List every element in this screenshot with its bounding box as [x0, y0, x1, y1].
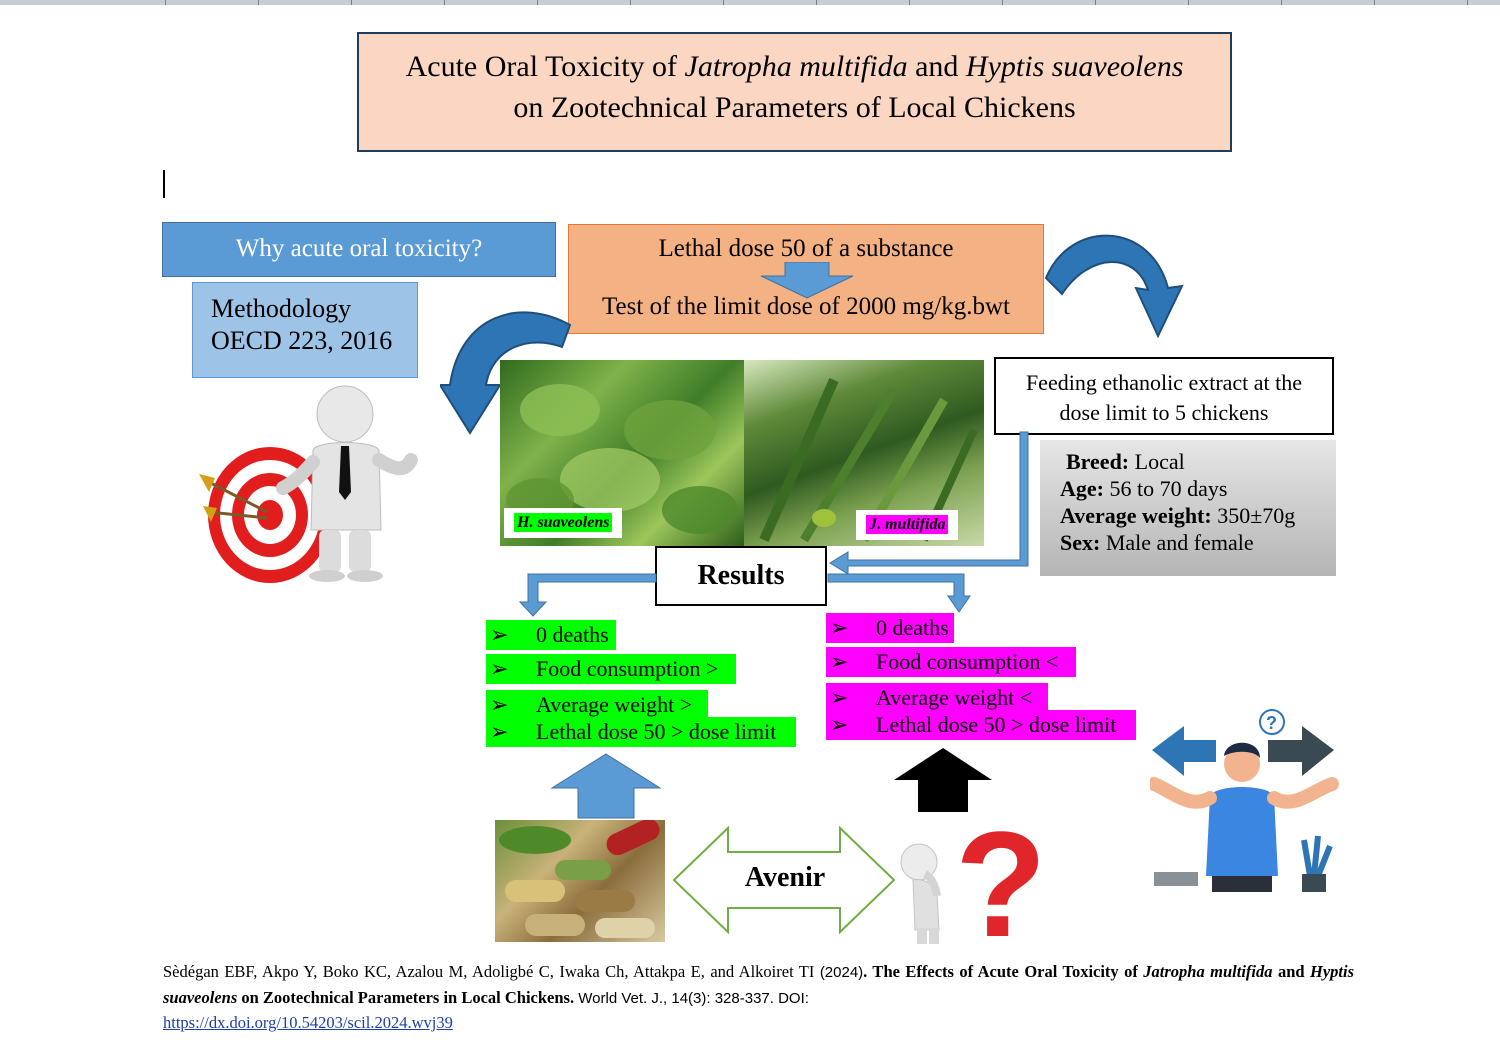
- herbal-capsules-icon: [499, 820, 660, 938]
- methodology-box: Methodology OECD 223, 2016: [192, 282, 418, 378]
- ruler-tick: [444, 0, 445, 5]
- ruler-tick: [1281, 0, 1282, 5]
- title-line2: on Zootechnical Parameters of Local Chic…: [513, 91, 1076, 124]
- thinker-question-illustration: ?: [900, 812, 1047, 947]
- reference-citation: Sèdégan EBF, Akpo Y, Boko KC, Azalou M, …: [163, 960, 1354, 1036]
- curved-arrow-right-icon: [1044, 234, 1184, 339]
- ref-doi-link[interactable]: https://dx.doi.org/10.54203/scil.2024.wv…: [163, 1013, 453, 1032]
- ref-title-end: on Zootechnical Parameters in Local Chic…: [237, 987, 575, 1007]
- results-label: Results: [697, 560, 785, 591]
- title-species2: Hyptis suaveolens: [965, 50, 1184, 83]
- weight-row: Average weight: 350±70g: [1060, 503, 1296, 528]
- hyptis-result-item: ➢Food consumption >: [486, 654, 736, 684]
- businessman-3d-icon: [276, 385, 418, 582]
- lethal-dose-line1: Lethal dose 50 of a substance: [658, 235, 954, 262]
- ruler-tick: [537, 0, 538, 5]
- confused-person-illustration: ?: [1150, 709, 1339, 892]
- feeding-line2: dose limit to 5 chickens: [1059, 400, 1269, 425]
- herbal-medicine-photo: [495, 820, 665, 942]
- ruler-tick: [630, 0, 631, 5]
- ref-year: (2024): [819, 964, 864, 981]
- breed-info-box: Breed: Local Age: 56 to 70 days Average …: [1040, 440, 1336, 576]
- feeding-box: Feeding ethanolic extract at the dose li…: [994, 357, 1334, 435]
- hyptis-result-item: ➢0 deaths: [486, 620, 616, 650]
- age-row: Age: 56 to 70 days: [1060, 476, 1228, 501]
- why-acute-oral-toxicity-box: Why acute oral toxicity?: [162, 222, 556, 277]
- ref-journal: World Vet. J., 14(3): 328-337. DOI:: [574, 989, 809, 1007]
- ruler-tick: [723, 0, 724, 5]
- title-part1: Acute Oral Toxicity of: [405, 50, 685, 83]
- jatropha-result-item: ➢Food consumption <: [826, 647, 1076, 677]
- ref-title-species1: Jatropha multifida: [1143, 962, 1273, 981]
- confused-person-icon: ?: [1150, 709, 1339, 892]
- jatropha-result-item: ➢0 deaths: [826, 613, 954, 643]
- ruler-tick: [1374, 0, 1375, 5]
- methodology-line2: OECD 223, 2016: [211, 326, 393, 355]
- jatropha-result-item: ➢Average weight <: [826, 683, 1048, 713]
- lethal-dose-line2: Test of the limit dose of 2000 mg/kg.bwt: [602, 293, 1010, 320]
- black-up-arrow-icon: [894, 748, 992, 812]
- blue-up-arrow-icon: [550, 753, 662, 819]
- ruler-tick: [258, 0, 259, 5]
- results-box: Results: [655, 546, 827, 606]
- lethal-dose-box: Lethal dose 50 of a substance Test of th…: [568, 224, 1044, 334]
- feeding-line1: Feeding ethanolic extract at the: [1025, 370, 1303, 395]
- target-businessman-illustration: [199, 385, 418, 583]
- title-box: Acute Oral Toxicity of Jatropha multifid…: [357, 32, 1232, 152]
- ruler-tick: [351, 0, 352, 5]
- jatropha-label-box: J. multifida: [856, 510, 959, 540]
- curved-arrow-left-icon: [440, 311, 572, 435]
- ruler-tick: [1188, 0, 1189, 5]
- hyptis-result-item: ➢Lethal dose 50 > dose limit: [486, 717, 796, 747]
- ref-authors: Sèdégan EBF, Akpo Y, Boko KC, Azalou M, …: [163, 962, 820, 981]
- ref-title-start: . The Effects of Acute Oral Toxicity of: [863, 962, 1144, 981]
- ruler-tick: [1467, 0, 1468, 5]
- ref-title-and: and: [1272, 962, 1310, 981]
- ruler-tick: [909, 0, 910, 5]
- jatropha-result-item: ➢Lethal dose 50 > dose limit: [826, 710, 1136, 740]
- ruler-tick: [816, 0, 817, 5]
- hyptis-result-item: ➢Average weight >: [486, 690, 708, 720]
- ruler-tick: [1095, 0, 1096, 5]
- thinking-figure-icon: [900, 843, 941, 944]
- avenir-label: Avenir: [744, 862, 826, 893]
- feeding-to-results-arrow-icon: [829, 431, 1029, 575]
- down-arrow-icon: [760, 262, 854, 299]
- jatropha-photo: J. multifida: [744, 360, 984, 546]
- hyptis-label-box: H. suaveolens: [504, 508, 623, 538]
- avenir-double-arrow-icon: [672, 825, 896, 935]
- title-and: and: [907, 50, 966, 83]
- ref-title-species2: Hyptis suaveolens: [163, 962, 1354, 1007]
- text-cursor: [163, 170, 165, 198]
- hyptis-label: H. suaveolens: [514, 513, 613, 532]
- ruler-tick: [1002, 0, 1003, 5]
- why-label: Why acute oral toxicity?: [235, 235, 483, 262]
- breed-row: Breed: Local: [1066, 449, 1185, 474]
- jatropha-label: J. multifida: [866, 515, 949, 534]
- sex-row: Sex: Male and female: [1060, 530, 1254, 555]
- svg-text:?: ?: [1266, 713, 1277, 733]
- results-right-arrow-icon: [827, 573, 971, 613]
- methodology-line1: Methodology: [211, 294, 352, 323]
- hyptis-photo: H. suaveolens: [500, 360, 744, 546]
- results-left-arrow-icon: [518, 573, 657, 617]
- question-mark-icon: ?: [955, 812, 1047, 947]
- ruler-tick: [165, 0, 166, 5]
- title-species1: Jatropha multifida: [684, 50, 908, 83]
- top-ruler: [0, 0, 1500, 5]
